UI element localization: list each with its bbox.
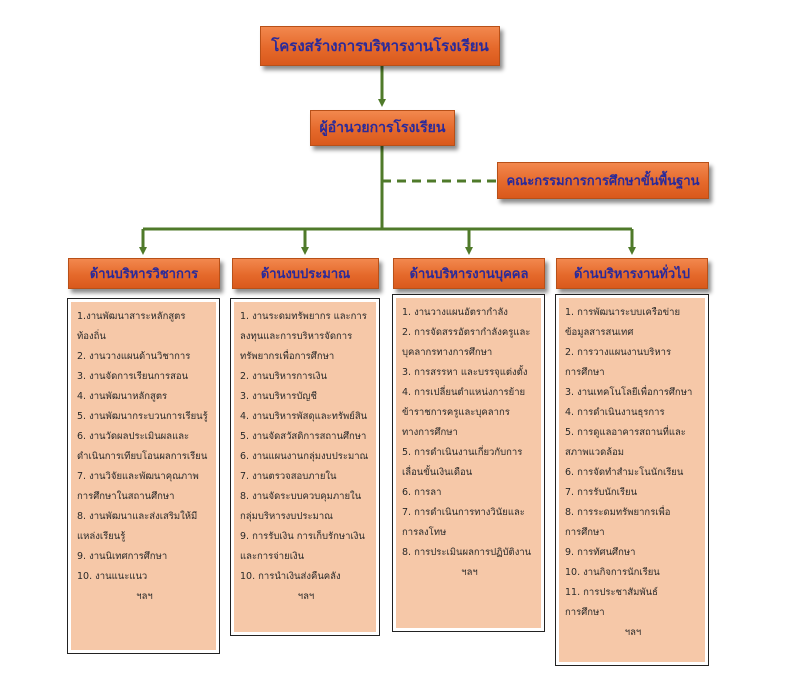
task-line: 7. การรับนักเรียน xyxy=(565,487,638,498)
task-line: 8. งานจัดระบบควบคุมภายใน xyxy=(240,491,362,502)
task-line: 2. การวางแผนงานบริหาร xyxy=(565,347,672,358)
task-line: ข้อมูลสารสนเทศ xyxy=(565,327,634,338)
task-line: 8. การประเมินผลการปฏิบัติงาน xyxy=(402,547,532,558)
personnel-task-list: 1. งานวางแผนอัตรากำลัง 2. การจัดสรรอัตราก… xyxy=(396,298,541,628)
task-line: 9. การรับเงิน การเก็บรักษาเงิน xyxy=(240,531,365,542)
task-line: กลุ่มบริหารงบประมาณ xyxy=(240,511,333,522)
task-line: 11. การประชาสัมพันธ์ xyxy=(565,587,658,598)
task-line: 3. งานจัดการเรียนการสอน xyxy=(77,371,189,382)
general-header: ด้านบริหารงานทั่วไป xyxy=(556,258,708,289)
task-line: 1. งานระดมทรัพยากร และการ xyxy=(240,311,367,322)
task-line: ดำเนินการเทียบโอนผลการเรียน xyxy=(77,451,208,462)
etc-label: ฯลฯ xyxy=(297,591,315,602)
task-line: 4. งานบริหารพัสดุและทรัพย์สิน xyxy=(240,411,368,422)
task-line: 6. งานวัดผลประเมินผลและ xyxy=(77,431,190,442)
structure-title: โครงสร้างการบริหารงานโรงเรียน xyxy=(271,37,489,55)
academic-task-box: 1.งานพัฒนาสาระหลักสูตรท้องถิ่น 2. งานวางแ… xyxy=(67,298,220,654)
etc-label: ฯลฯ xyxy=(461,567,478,578)
task-line: 1. งานวางแผนอัตรากำลัง xyxy=(402,307,508,318)
task-line: 9. งานนิเทศการศึกษา xyxy=(77,551,168,562)
general-task-list: 1. การพัฒนาระบบเครือข่ายข้อมูลสารสนเทศ 2.… xyxy=(559,298,705,662)
task-line: 10. งานแนะแนว xyxy=(77,571,148,582)
task-line: 8. การระดมทรัพยากรเพื่อ xyxy=(565,507,671,518)
budget-task-box: 1. งานระดมทรัพยากร และการลงทุนและการบริห… xyxy=(230,298,380,636)
budget-task-list: 1. งานระดมทรัพยากร และการลงทุนและการบริห… xyxy=(234,302,376,632)
task-line: 3. การสรรหา และบรรจุแต่งตั้ง xyxy=(402,367,528,378)
task-line: 7. งานตรวจสอบภายใน xyxy=(240,471,337,482)
task-line: การศึกษา xyxy=(565,607,605,618)
task-line: 2. งานวางแผนด้านวิชาการ xyxy=(77,351,191,362)
task-line: 5. งานพัฒนากระบวนการเรียนรู้ xyxy=(77,411,208,422)
budget-header: ด้านงบประมาณ xyxy=(232,258,379,289)
task-line: 1.งานพัฒนาสาระหลักสูตร xyxy=(77,311,186,322)
task-line: เลื่อนขั้นเงินเดือน xyxy=(402,467,473,478)
task-line: 1. การพัฒนาระบบเครือข่าย xyxy=(565,307,681,318)
task-line: 4. การดำเนินงานธุรการ xyxy=(565,407,665,418)
task-line: 7. การดำเนินการทางวินัยและ xyxy=(402,507,525,518)
task-line: 6. การจัดทำสำมะโนนักเรียน xyxy=(565,467,684,478)
task-line: 10. งานกิจการนักเรียน xyxy=(565,567,660,578)
etc-label: ฯลฯ xyxy=(136,591,153,602)
etc-label: ฯลฯ xyxy=(624,627,642,638)
task-line: ทรัพยากรเพื่อการศึกษา xyxy=(240,351,335,362)
academic-task-list: 1.งานพัฒนาสาระหลักสูตรท้องถิ่น 2. งานวางแ… xyxy=(71,302,216,650)
general-task-box: 1. การพัฒนาระบบเครือข่ายข้อมูลสารสนเทศ 2.… xyxy=(555,294,709,666)
task-line: และการจ่ายเงิน xyxy=(240,551,305,562)
task-line: ทางการศึกษา xyxy=(402,427,458,438)
task-line: การศึกษา xyxy=(565,527,605,538)
task-line: สภาพแวดล้อม xyxy=(565,447,625,458)
task-line: 2. การจัดสรรอัตรากำลังครูและ xyxy=(402,327,531,338)
task-line: ท้องถิ่น xyxy=(77,331,106,342)
task-line: การศึกษาในสถานศึกษา xyxy=(77,491,175,502)
task-line: 6. การลา xyxy=(402,487,442,498)
personnel-task-box: 1. งานวางแผนอัตรากำลัง 2. การจัดสรรอัตราก… xyxy=(392,294,545,632)
task-line: 5. งานจัดสวัสดิการสถานศึกษา xyxy=(240,431,367,442)
director-box: ผู้อำนวยการโรงเรียน xyxy=(310,110,455,146)
task-line: การศึกษา xyxy=(565,367,605,378)
task-line: 3. งานบริหารบัญชี xyxy=(240,391,317,402)
board-box: คณะกรรมการการศึกษาขั้นพื้นฐาน xyxy=(497,162,709,199)
task-line: ลงทุนและการบริหารจัดการ xyxy=(240,331,353,342)
task-line: 5. การดูแลอาคารสถานที่และ xyxy=(565,427,686,438)
task-line: 10. การนำเงินส่งคืนคลัง xyxy=(240,571,341,582)
personnel-header-label: ด้านบริหารงานบุคคล xyxy=(409,267,529,282)
task-line: 3. งานเทคโนโลยีเพื่อการศึกษา xyxy=(565,387,693,398)
task-line: ข้าราชการครูและบุคลากร xyxy=(402,407,510,418)
task-line: 5. การดำเนินงานเกี่ยวกับการ xyxy=(402,447,523,458)
general-header-label: ด้านบริหารงานทั่วไป xyxy=(574,267,690,282)
academic-header: ด้านบริหารวิชาการ xyxy=(68,258,220,289)
academic-header-label: ด้านบริหารวิชาการ xyxy=(89,267,199,282)
task-line: 7. งานวิจัยและพัฒนาคุณภาพ xyxy=(77,471,199,482)
personnel-header: ด้านบริหารงานบุคคล xyxy=(393,258,545,289)
board-label: คณะกรรมการการศึกษาขั้นพื้นฐาน xyxy=(506,174,700,189)
task-line: บุคลากรทางการศึกษา xyxy=(402,347,493,358)
task-line: 6. งานแผนงานกลุ่มงบประมาณ xyxy=(240,451,369,462)
task-line: การลงโทษ xyxy=(402,527,447,538)
director-label: ผู้อำนวยการโรงเรียน xyxy=(319,120,446,136)
task-line: 9. การทัศนศึกษา xyxy=(565,547,636,558)
task-line: 2. งานบริหารการเงิน xyxy=(240,371,327,382)
task-line: 4. งานพัฒนาหลักสูตร xyxy=(77,391,168,402)
budget-header-label: ด้านงบประมาณ xyxy=(260,267,351,282)
structure-title-box: โครงสร้างการบริหารงานโรงเรียน xyxy=(260,26,500,66)
task-line: 8. งานพัฒนาและส่งเสริมให้มี xyxy=(77,511,198,522)
task-line: 4. การเปลี่ยนตำแหน่งการย้าย xyxy=(402,387,526,398)
task-line: แหล่งเรียนรู้ xyxy=(77,531,126,542)
